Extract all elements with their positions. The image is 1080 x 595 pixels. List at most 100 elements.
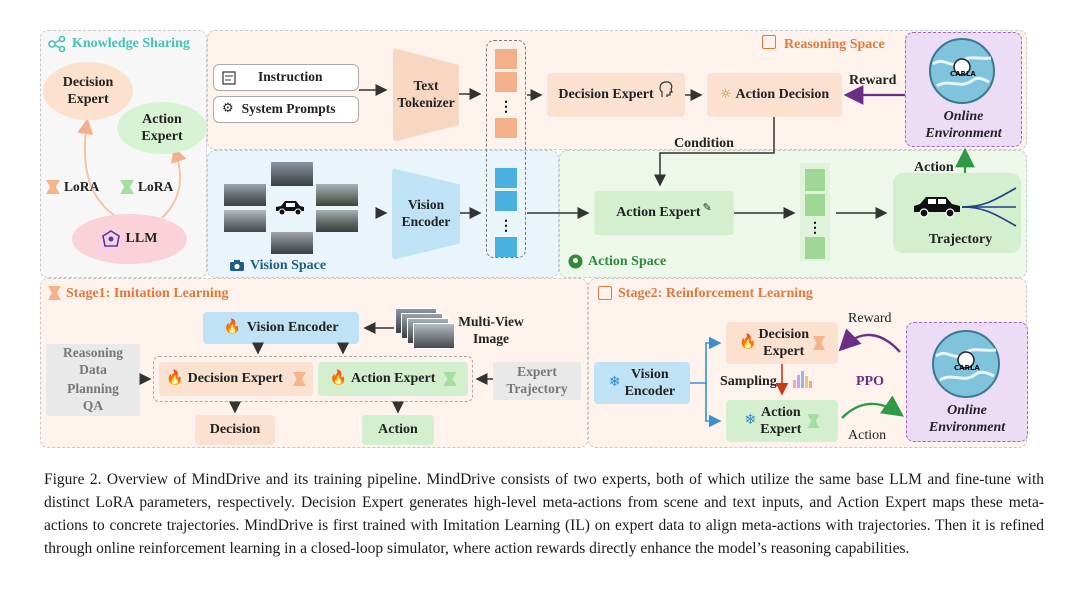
sampling-label: Sampling — [720, 374, 777, 389]
trajectory-label: Trajectory — [928, 232, 993, 247]
ks-llm-label: LLM — [125, 231, 158, 247]
vision-tokens: ⋮ — [495, 168, 517, 257]
fire-icon: 🔥 — [329, 370, 348, 387]
stage2-flow — [690, 328, 904, 428]
stage1-flow — [139, 322, 493, 414]
planning-qa-box: Planning QA — [46, 380, 140, 416]
system-prompts-box: ⚙ System Prompts — [213, 96, 359, 123]
action-expert-box-top: Action Expert ✎ — [594, 191, 734, 235]
stage1-vision-encoder: 🔥 Vision Encoder — [203, 312, 359, 344]
bar-chart-icon — [793, 371, 812, 388]
action-expert-label-top: Action Expert — [616, 205, 701, 221]
action-tokens: ⋮ — [805, 169, 825, 259]
ks-action-expert: Action Expert — [117, 102, 207, 154]
stage2-decision-expert: 🔥 Decision Expert — [726, 322, 838, 364]
stage1-decision-expert-label: Decision Expert — [187, 371, 283, 387]
instruction-box: Instruction — [213, 64, 359, 91]
instruction-label: Instruction — [258, 69, 323, 85]
stage1-title: Stage1: Imitation Learning — [66, 286, 229, 301]
action-decision-label: Action Decision — [735, 87, 830, 103]
multi-view-label: Multi-View Image — [458, 314, 524, 346]
camera-front — [271, 162, 313, 186]
ks-lora-a: LoRA — [64, 179, 100, 194]
lora-icon — [443, 372, 457, 386]
stage2-action-expert: ❄ Action Expert — [726, 400, 838, 442]
lora-icon — [120, 180, 134, 194]
vision-encoder-top: Vision Encoder — [392, 168, 460, 260]
camera-back — [271, 232, 313, 254]
trajectory-panel — [893, 173, 1021, 253]
carla-label-top: CARLA — [950, 70, 976, 78]
knowledge-arrows — [77, 118, 187, 219]
figure-caption: Figure 2. Overview of MindDrive and its … — [44, 471, 1044, 557]
reasoning-space-title: Reasoning Space — [784, 37, 885, 52]
text-tokenizer: Text Tokenizer — [393, 48, 459, 142]
gear-icon: ⚙ — [222, 101, 234, 117]
expert-trajectory-box: Expert Trajectory — [493, 362, 581, 400]
stage2-title: Stage2: Reinforcement Learning — [618, 286, 813, 301]
reasoning-data-box: Reasoning Data — [46, 344, 140, 380]
svg-text:⋮: ⋮ — [499, 219, 513, 234]
camera-front-right — [316, 184, 358, 206]
lora-icon — [807, 414, 820, 428]
online-env-label-bottom: Online Environment — [928, 403, 1006, 435]
car-icon — [274, 198, 306, 216]
stage1-vision-encoder-label: Vision Encoder — [246, 320, 339, 336]
camera-back-left — [224, 210, 266, 232]
stage1-action-expert: 🔥 Action Expert — [318, 362, 468, 396]
stage2-vision-encoder-label: Vision Encoder — [624, 366, 676, 400]
token-column — [486, 40, 526, 258]
reasoning-icon — [762, 35, 776, 49]
vision-space-title: Vision Space — [250, 258, 327, 273]
ks-llm: LLM — [72, 214, 187, 264]
stage2-icon — [598, 286, 612, 300]
fire-icon: 🔥 — [223, 319, 241, 336]
stage2-decision-expert-label: Decision Expert — [758, 326, 809, 360]
snowflake-icon: ❄ — [744, 412, 757, 429]
lora-icon — [813, 336, 825, 350]
ks-decision-expert: Decision Expert — [43, 62, 133, 120]
system-prompts-label: System Prompts — [241, 101, 336, 117]
decision-expert-label: Decision Expert — [558, 87, 654, 103]
text-tokens: ⋮ — [495, 49, 517, 138]
condition-label: Condition — [674, 136, 734, 151]
svg-text:⋮: ⋮ — [808, 221, 822, 236]
carla-globe-icon — [929, 38, 995, 104]
knowledge-sharing-title: Knowledge Sharing — [72, 36, 190, 51]
camera-icon — [230, 260, 244, 271]
car-icon — [914, 197, 960, 218]
carla-globe-icon — [932, 330, 1000, 398]
stage1-action-expert-label: Action Expert — [351, 371, 436, 387]
view-4 — [413, 323, 455, 349]
hand-icon: ✎ — [702, 201, 712, 215]
action-output: Action — [362, 415, 434, 445]
pin-icon — [568, 254, 583, 269]
stage2-action-label: Action — [848, 428, 887, 443]
instruction-icon — [222, 70, 236, 85]
snowflake-icon: ❄ — [608, 374, 621, 391]
lightbulb-icon: ☼ — [719, 86, 732, 102]
stage1-experts-group — [153, 356, 473, 402]
lora-icon — [292, 372, 306, 386]
decision-output: Decision — [195, 415, 275, 445]
share-icon — [48, 36, 66, 52]
camera-front-left — [224, 184, 266, 206]
top-flow: ⋮ ⋮ ⋮ — [359, 49, 975, 259]
action-decision-box: ☼ Action Decision — [707, 73, 842, 117]
multi-view-stack — [395, 308, 455, 349]
lora-icon — [46, 180, 60, 194]
ks-lora-b: LoRA — [138, 179, 174, 194]
head-icon — [659, 81, 673, 97]
stage2-action-expert-label: Action Expert — [760, 404, 802, 438]
reward-label-top: Reward — [849, 73, 897, 88]
stage1-decision-expert: 🔥 Decision Expert — [159, 362, 313, 396]
carla-label-bottom: CARLA — [954, 364, 980, 372]
online-env-label-top: Online Environment — [925, 109, 1002, 141]
stage2-reward-label: Reward — [848, 311, 892, 326]
action-space-title: Action Space — [588, 254, 667, 269]
fire-icon: 🔥 — [739, 334, 757, 351]
action-label-top: Action — [914, 160, 954, 175]
camera-back-right — [316, 210, 358, 232]
decision-expert-box: Decision Expert — [547, 73, 685, 117]
